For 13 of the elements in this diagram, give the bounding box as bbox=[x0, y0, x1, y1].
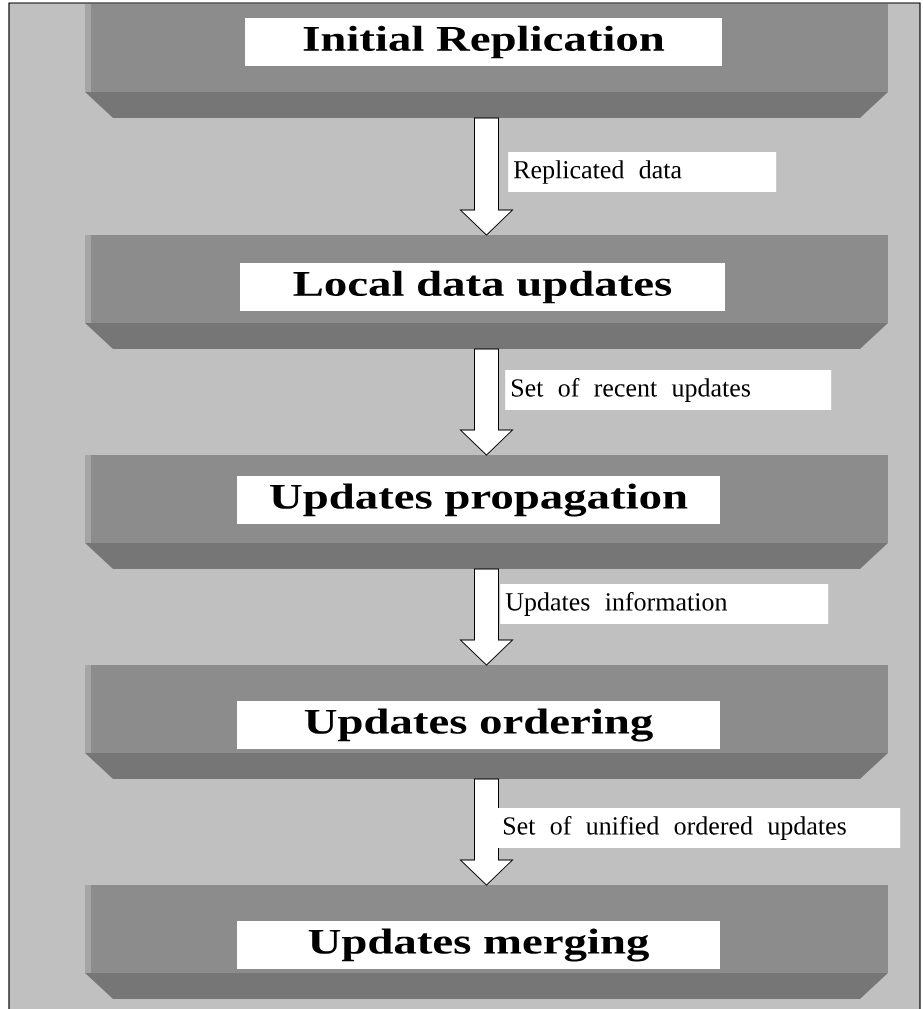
block-arrow bbox=[460, 117, 513, 236]
edge-label: Updates information bbox=[500, 584, 829, 624]
block-arrow bbox=[460, 778, 513, 886]
process-band: Updates propagation bbox=[85, 455, 888, 569]
process-band: Updates merging bbox=[85, 885, 888, 999]
edge-label: Replicated data bbox=[508, 152, 777, 192]
process-band: Initial Replication bbox=[85, 4, 888, 118]
process-band: Updates ordering bbox=[85, 665, 888, 779]
process-band: Local data updates bbox=[85, 235, 888, 349]
block-arrow bbox=[460, 568, 513, 666]
edge-label: Set of unified ordered updates bbox=[497, 808, 901, 848]
block-arrow bbox=[460, 348, 513, 456]
edge-label: Set of recent updates bbox=[505, 370, 832, 410]
